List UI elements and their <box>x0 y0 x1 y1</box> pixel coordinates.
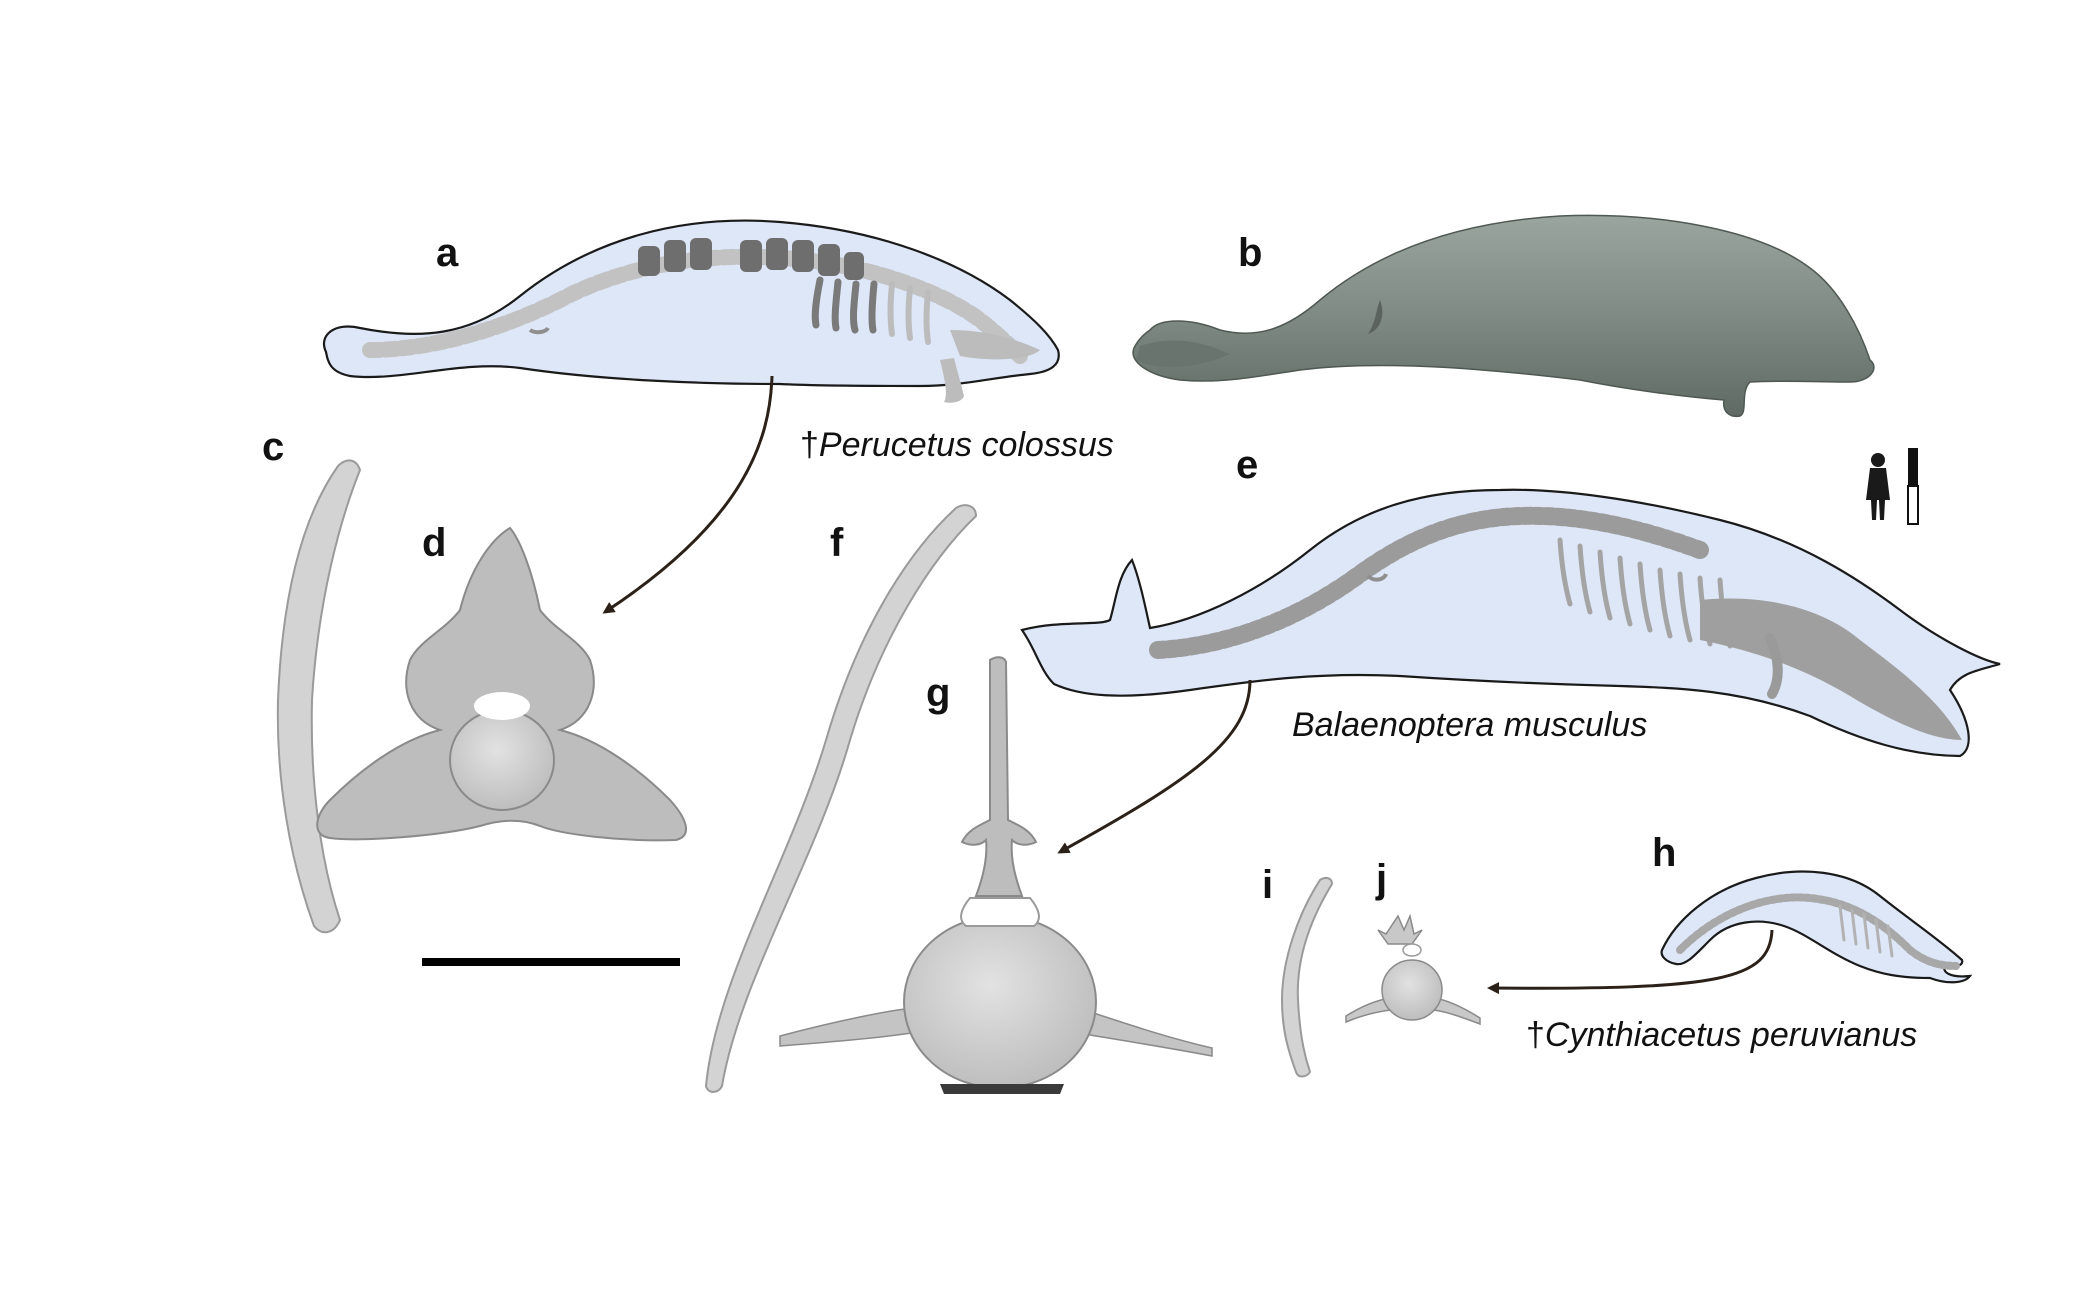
human-scale-silhouette <box>1866 453 1890 520</box>
arrow-e-to-g <box>1057 679 1252 854</box>
perucetus-name: Perucetus colossus <box>819 426 1114 464</box>
arrow-a-to-d <box>602 375 774 614</box>
dagger-symbol: † <box>1526 1016 1545 1054</box>
panel-label-h: h <box>1652 831 1676 875</box>
panel-c-rib <box>276 459 362 934</box>
panel-g-vertebra <box>779 656 1213 1094</box>
panel-b-life-reconstruction <box>1132 214 1875 418</box>
scale-bar <box>422 958 680 966</box>
panel-label-j: j <box>1375 857 1387 901</box>
species-label-balaenoptera: Balaenoptera musculus <box>1292 706 1647 744</box>
vertical-scale-bar <box>1907 448 1919 525</box>
cynthiacetus-name: Cynthiacetus peruvianus <box>1545 1016 1917 1054</box>
panel-label-g: g <box>926 671 950 715</box>
panel-a-skeleton-reconstruction <box>323 219 1060 403</box>
panel-f-rib <box>704 504 978 1093</box>
panel-label-b: b <box>1238 231 1262 275</box>
panel-d-vertebra <box>316 526 687 842</box>
dagger-symbol: † <box>800 426 819 464</box>
panel-label-d: d <box>422 521 446 565</box>
species-label-cynthiacetus: †Cynthiacetus peruvianus <box>1526 1016 1917 1054</box>
arrow-h-to-j <box>1487 929 1774 995</box>
panel-i-rib <box>1280 876 1334 1078</box>
panel-h-skeleton-reconstruction <box>1660 870 1973 984</box>
panel-label-e: e <box>1236 443 1258 487</box>
panel-label-a: a <box>436 231 459 275</box>
panel-label-c: c <box>262 425 284 469</box>
panel-label-f: f <box>830 521 844 565</box>
panel-label-i: i <box>1262 863 1273 907</box>
panel-j-vertebra <box>1345 913 1481 1026</box>
species-label-perucetus: †Perucetus colossus <box>800 426 1114 464</box>
panel-e-skeleton-reconstruction <box>1020 488 2001 758</box>
